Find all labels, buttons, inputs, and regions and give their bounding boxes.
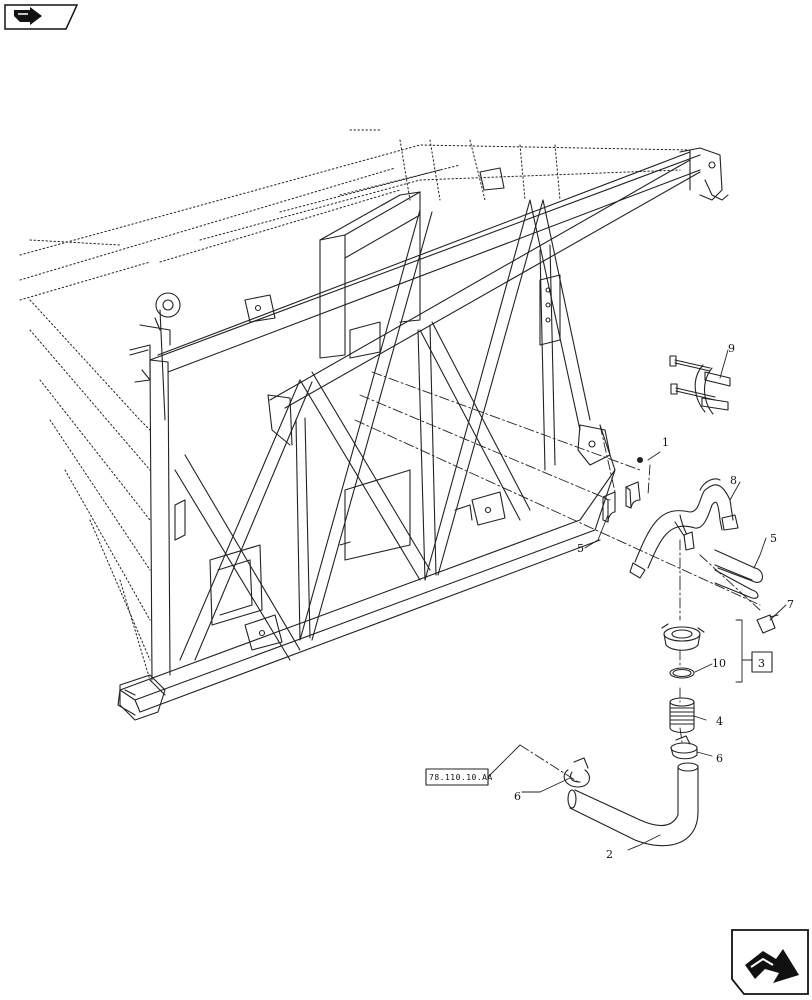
boom-frame — [19, 129, 729, 721]
part-2-hose — [567, 762, 699, 847]
part-7-fitting — [756, 614, 779, 634]
callout-10-label: 10 — [712, 657, 726, 670]
part-5-u-bolt — [714, 549, 764, 599]
part-6-hose-clamp-right — [670, 735, 698, 760]
part-10-o-ring — [669, 667, 695, 679]
reference-box[interactable] — [425, 768, 489, 786]
reference-label[interactable]: 78.110.10.AA — [429, 773, 493, 782]
navigation-arrow-icon[interactable] — [4, 4, 79, 30]
callout-8-label: 8 — [730, 474, 737, 487]
part-9-bolt-clamp — [669, 355, 731, 415]
callout-3-label: 3 — [758, 657, 765, 670]
callout-1-label: 1 — [662, 436, 669, 449]
next-page-arrow-icon[interactable] — [731, 929, 809, 995]
callout-5a-label: 5 — [577, 542, 584, 555]
part-3-coupling — [661, 623, 705, 651]
callout-5b-label: 5 — [770, 532, 777, 545]
part-4-adapter — [669, 697, 695, 734]
callout-6a-label: 6 — [514, 790, 521, 803]
leader-lines — [487, 349, 787, 851]
callout-9-label: 9 — [728, 342, 735, 355]
part-1-screw — [636, 456, 644, 464]
part-8-elbow-manifold — [629, 478, 739, 579]
callout-labels: 1 2 3 4 5 5 6 6 7 8 9 10 78.110.10.AA — [429, 342, 794, 861]
callout-6b-label: 6 — [716, 752, 723, 765]
assembly-lines — [354, 371, 761, 783]
callout-4-label: 4 — [716, 715, 723, 728]
callout-2-label: 2 — [606, 848, 613, 861]
callout-7-label: 7 — [787, 598, 794, 611]
part-6-hose-clamp-left — [563, 757, 591, 788]
callout-3-box — [751, 651, 773, 673]
